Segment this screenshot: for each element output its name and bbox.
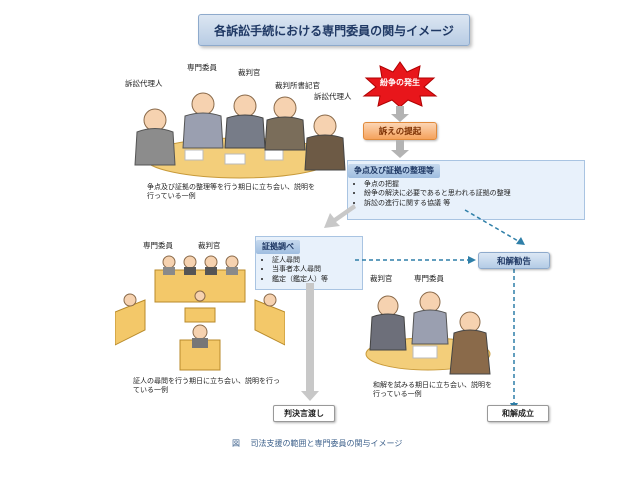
label-expert-settle: 専門委員 xyxy=(414,274,444,283)
evidence-item: 当事者本人尋問 xyxy=(272,265,358,275)
settle-scene-caption: 和解を試みる期日に立ち会い、説明を 行っている一例 xyxy=(373,381,492,398)
arrow-to-evidence xyxy=(324,204,356,228)
figure-caption: 図 司法支援の範囲と専門委員の関与イメージ xyxy=(232,439,403,448)
diagram-title: 各訴訟手続における専門委員の関与イメージ xyxy=(198,14,470,46)
arrow-down-1 xyxy=(391,106,409,122)
evidence-item: 鑑定（鑑定人）等 xyxy=(272,275,358,285)
top-scene-caption: 争点及び証拠の整理等を行う期日に立ち会い、説明を 行っている一例 xyxy=(147,183,315,200)
arrow-down-2 xyxy=(391,140,409,158)
label-judge-court: 裁判官 xyxy=(198,241,221,250)
label-attorney-right: 訴訟代理人 xyxy=(314,92,352,101)
judgment-box: 判決言渡し xyxy=(273,405,335,422)
filing-step: 訴えの提起 xyxy=(363,122,437,140)
evidence-item: 証人尋問 xyxy=(272,256,358,266)
arrangement-items: 争点の把握 紛争の解決に必要であると思われる証拠の整理 訴訟の進行に関する協議 … xyxy=(352,180,580,209)
settlement-illustration xyxy=(365,291,491,375)
label-clerk: 裁判所書記官 xyxy=(275,81,320,90)
courtroom-illustration xyxy=(115,255,285,371)
label-expert-court: 専門委員 xyxy=(143,241,173,250)
evidence-heading: 証拠調べ xyxy=(256,240,300,254)
meeting-illustration xyxy=(134,92,346,179)
label-judge-top: 裁判官 xyxy=(238,68,261,77)
settlement-recommendation-step: 和解勧告 xyxy=(478,252,550,269)
label-attorney-left: 訴訟代理人 xyxy=(125,79,163,88)
settlement-box: 和解成立 xyxy=(487,405,549,422)
evidence-panel: 証拠調べ 証人尋問 当事者本人尋問 鑑定（鑑定人）等 xyxy=(255,236,363,290)
arrangement-item: 争点の把握 xyxy=(364,180,580,190)
label-expert-top: 専門委員 xyxy=(187,63,217,72)
label-judge-settle: 裁判官 xyxy=(370,274,393,283)
court-scene-caption: 証人の尋問を行う期日に立ち会い、説明を行っ ている一例 xyxy=(133,377,280,394)
evidence-items: 証人尋問 当事者本人尋問 鑑定（鑑定人）等 xyxy=(260,256,358,285)
arrow-to-judgment xyxy=(301,283,319,401)
arrangement-item: 紛争の解決に必要であると思われる証拠の整理 xyxy=(364,189,580,199)
arrangement-item: 訴訟の進行に関する協議 等 xyxy=(364,199,580,209)
arrangement-heading: 争点及び証拠の整理等 xyxy=(348,164,440,178)
dispute-label: 紛争の発生 xyxy=(380,78,420,87)
